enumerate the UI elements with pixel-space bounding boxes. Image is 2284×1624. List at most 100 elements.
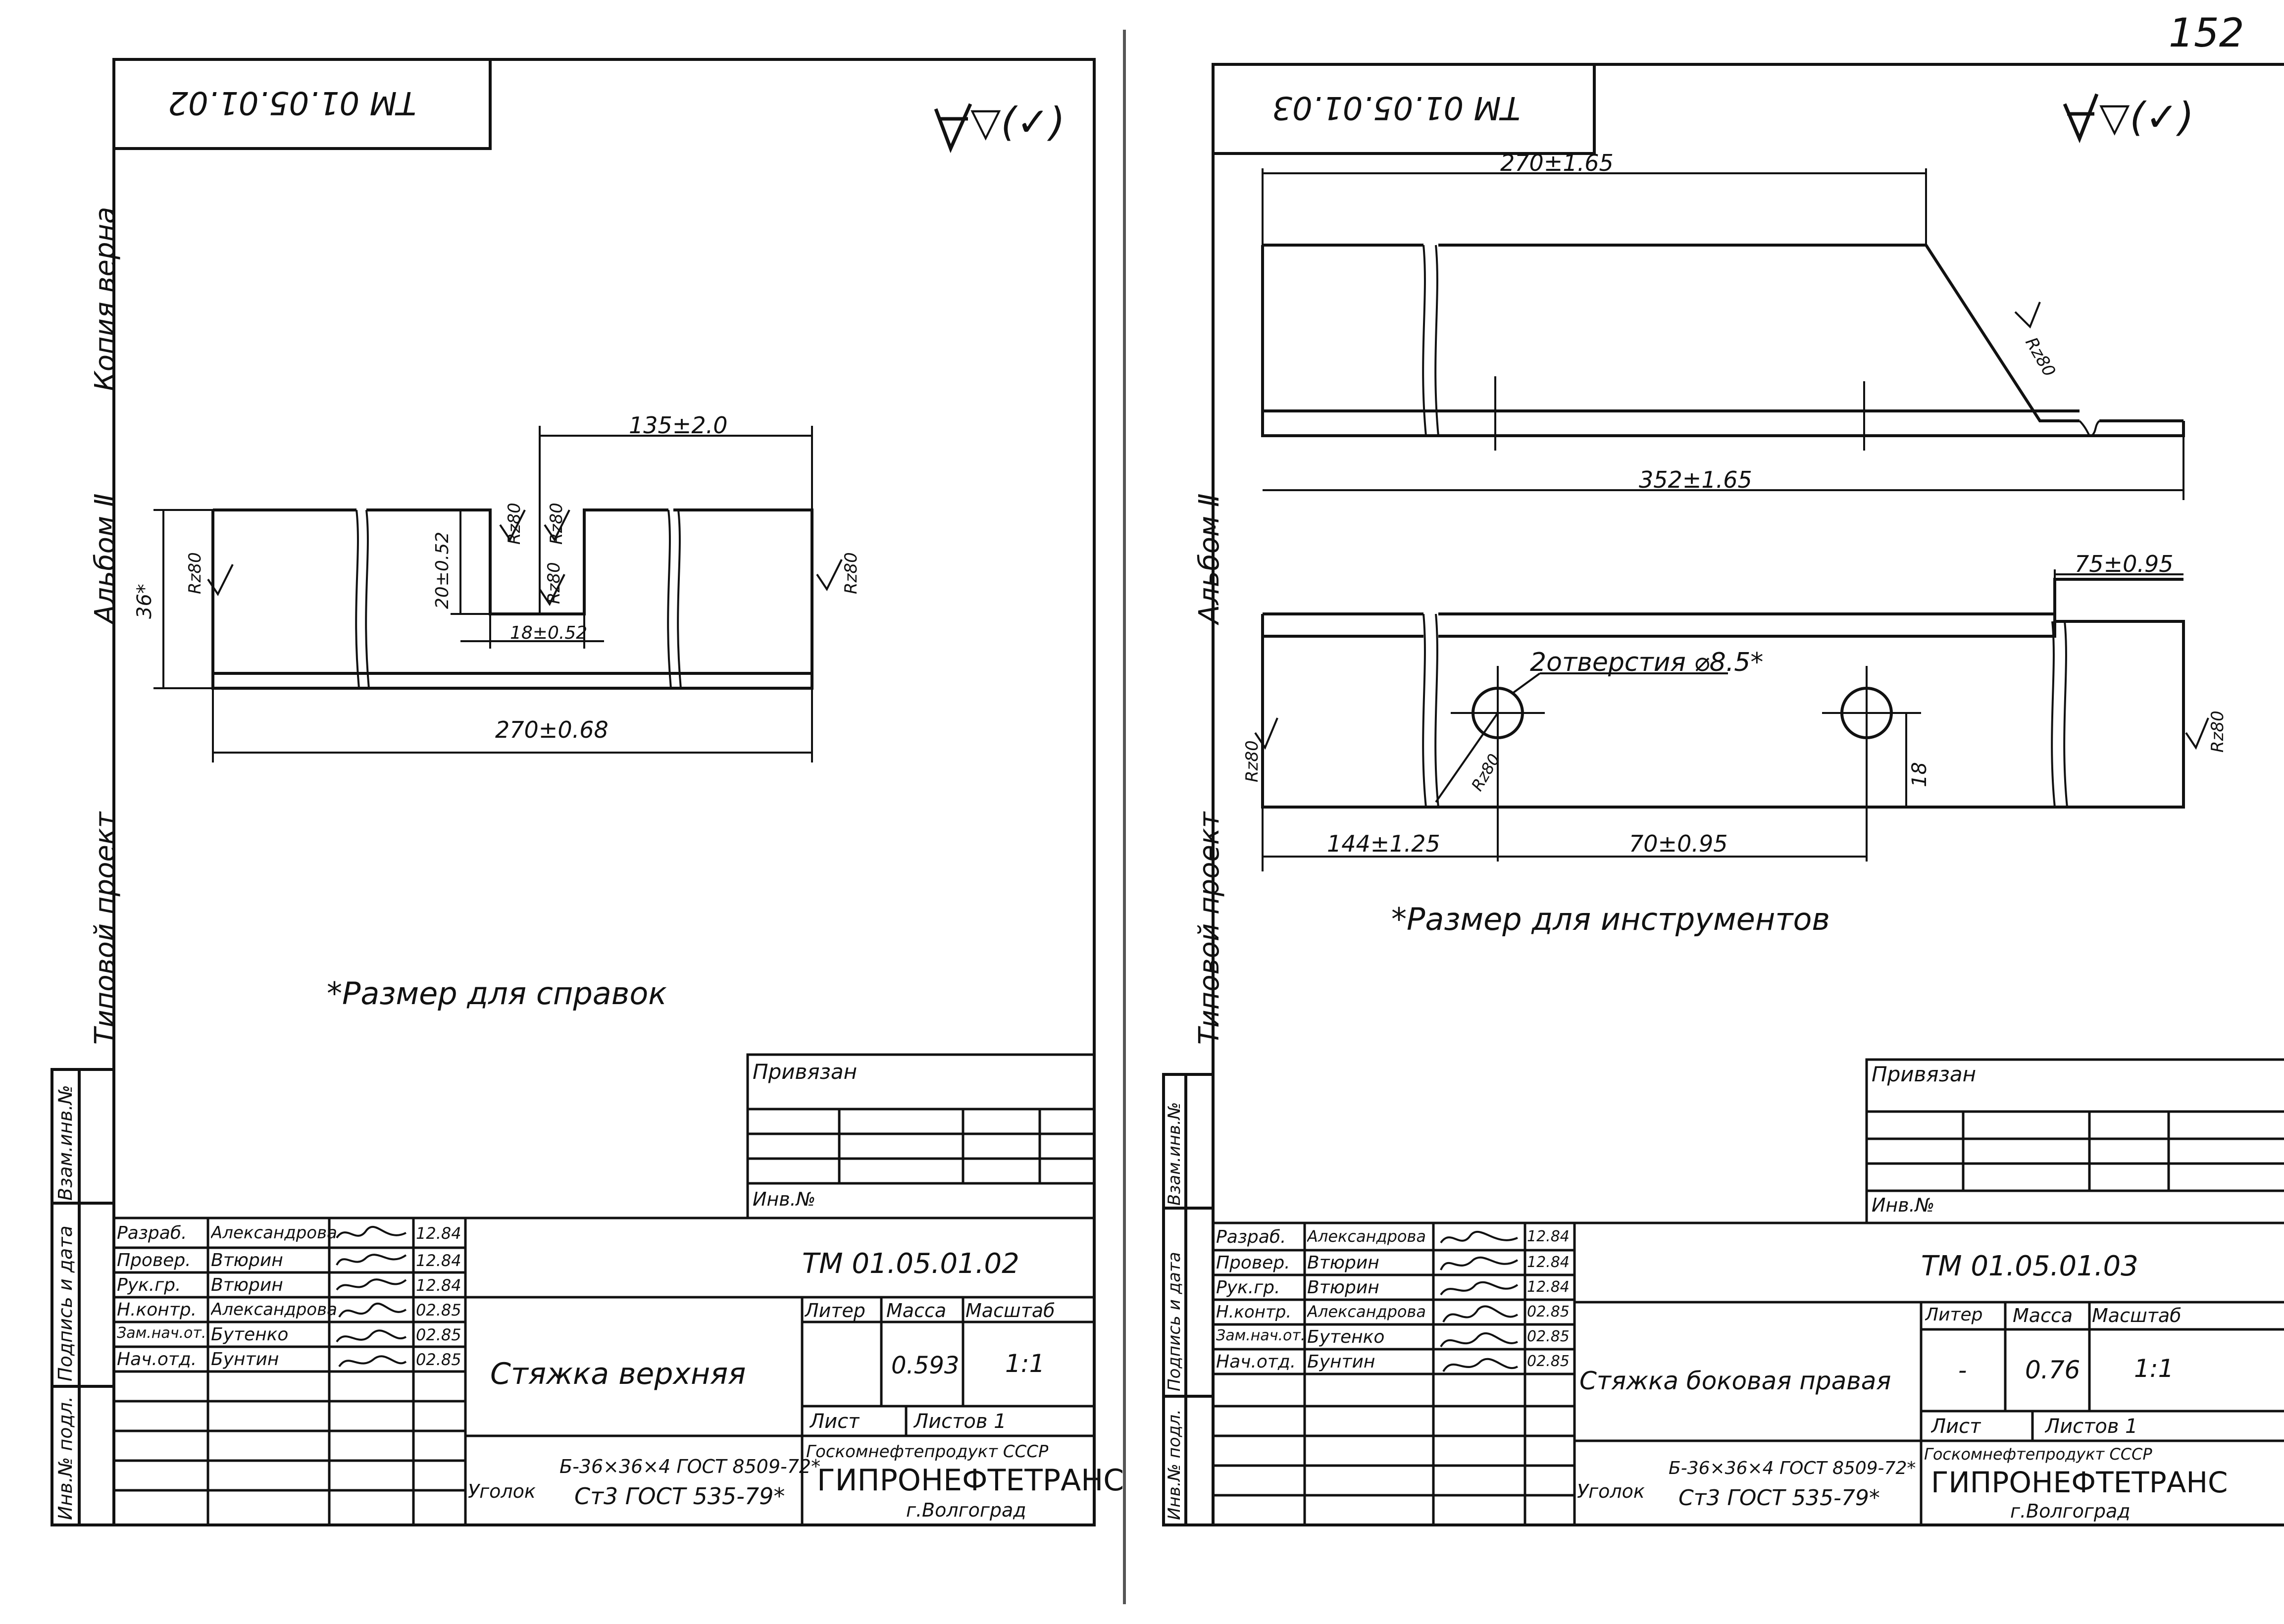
name-2-right: Втюрин [1307, 1277, 1379, 1298]
rz-left-0: Rz80 [185, 552, 205, 594]
org-line3-right: г.Волгоград [2010, 1500, 2131, 1522]
org-line3-left: г.Волгоград [906, 1499, 1026, 1521]
date-3-right: 02.85 [1527, 1303, 1570, 1320]
rz-right-0: Rz80 [2021, 334, 2059, 380]
margin-replace-right: Взам.инв.№ [1165, 1102, 1184, 1206]
role-2-right: Рук.гр. [1216, 1277, 1280, 1298]
dim-length-left: 270±0.68 [495, 716, 609, 743]
mass-right: 0.76 [2025, 1356, 2081, 1384]
role-0-right: Разраб. [1216, 1227, 1286, 1247]
rz-left-2: Rz80 [547, 503, 566, 545]
name-0-right: Александрова [1307, 1227, 1426, 1246]
margin-copy-left: Копия верна [89, 206, 121, 391]
name-4-right: Бутенко [1307, 1327, 1385, 1347]
role-5-left: Нач.отд. [117, 1349, 197, 1370]
doc-code-left: ТМ 01.05.01.02 [802, 1248, 1019, 1280]
rz-left-4: Rz80 [841, 552, 861, 594]
sheet-left: 135±2.0 270±0.68 18±0.52 36* 20±0.52 Rz8… [0, 0, 1124, 1624]
rz-right-1: Rz80 [1242, 740, 1262, 782]
org-line2-right: ГИПРОНЕФТЕТРАНС [1931, 1466, 2228, 1499]
name-4-left: Бутенко [211, 1324, 289, 1345]
org-line1-right: Госкомнефтепродукт СССР [1924, 1445, 2152, 1464]
material-line1-left: Б-36×36×4 ГОСТ 8509-72* [559, 1456, 821, 1477]
doc-code-right: ТМ 01.05.01.03 [1921, 1250, 2138, 1282]
margin-replace-left: Взам.инв.№ [54, 1085, 76, 1201]
rz-right-3: Rz80 [2208, 710, 2228, 753]
date-5-left: 02.85 [416, 1350, 461, 1369]
date-1-left: 12.84 [416, 1251, 461, 1270]
dim-between-right: 70±0.95 [1629, 830, 1728, 857]
margin-inv-right: Инв.№ подл. [1165, 1409, 1184, 1520]
head-mass-right: Масса [2013, 1305, 2073, 1326]
role-4-right: Зам.нач.от. [1216, 1327, 1306, 1344]
role-0-left: Разраб. [117, 1223, 187, 1243]
part-name-left: Стяжка верхняя [490, 1357, 746, 1391]
holes-label-right: 2отверстия ⌀8.5* [1530, 648, 1763, 677]
tied-title-right: Привязан [1872, 1062, 1977, 1086]
date-4-left: 02.85 [416, 1325, 461, 1344]
margin-inv-left: Инв.№ подл. [54, 1396, 76, 1520]
head-liter-left: Литер [805, 1300, 865, 1321]
part-name-right: Стяжка боковая правая [1579, 1367, 1891, 1395]
name-1-left: Втюрин [211, 1250, 283, 1270]
date-2-right: 12.84 [1527, 1278, 1570, 1296]
date-3-left: 02.85 [416, 1301, 461, 1320]
dim-slot-depth-left: 20±0.52 [432, 532, 453, 609]
signatures-left [336, 1226, 407, 1368]
dim-height-right: 18 [1908, 762, 1931, 787]
dim-slot-width-left: 18±0.52 [510, 623, 587, 643]
sheet-label-right: Лист [1931, 1415, 1981, 1438]
date-5-right: 02.85 [1527, 1353, 1570, 1370]
margin-sign-left: Подпись и дата [54, 1225, 76, 1381]
scale-right: 1:1 [2134, 1354, 2174, 1383]
org-line2-left: ГИПРОНЕФТЕТРАНС [817, 1463, 1124, 1498]
role-1-left: Провер. [117, 1250, 191, 1270]
sheet-right: 270±1.65 352±1.65 75±0.95 2отверстия ⌀8.… [1134, 0, 2284, 1624]
page-number: 152 [2169, 10, 2244, 56]
tied-title-left: Привязан [753, 1060, 858, 1084]
center-divider [1123, 30, 1126, 1604]
margin-album-left: Альбом Ⅱ [89, 493, 121, 624]
dim-left-right: 144±1.25 [1327, 830, 1440, 857]
liter-right: - [1958, 1357, 1967, 1384]
sheet-label-left: Лист [810, 1410, 860, 1433]
role-5-right: Нач.отд. [1216, 1352, 1296, 1372]
name-3-right: Александрова [1307, 1302, 1426, 1321]
name-1-right: Втюрин [1307, 1253, 1379, 1273]
date-4-right: 02.85 [1527, 1328, 1570, 1345]
stamp-code-mirrored-right: ТМ 01.05.01.03 [1272, 89, 1521, 126]
roughness-symbol-left: ▽(✓) [970, 99, 1065, 145]
name-5-left: Бунтин [211, 1349, 279, 1370]
margin-sign-right: Подпись и дата [1165, 1252, 1184, 1391]
tied-inv-right: Инв.№ [1872, 1194, 1935, 1216]
org-line1-left: Госкомнефтепродукт СССР [806, 1442, 1049, 1462]
material-line2-left: Ст3 ГОСТ 535-79* [574, 1483, 785, 1510]
scale-left: 1:1 [1005, 1349, 1045, 1378]
role-3-right: Н.контр. [1216, 1302, 1292, 1322]
head-liter-right: Литер [1925, 1305, 1983, 1325]
head-mass-left: Масса [886, 1300, 947, 1321]
name-2-left: Втюрин [211, 1275, 283, 1295]
name-3-left: Александрова [211, 1300, 337, 1320]
role-3-left: Н.контр. [117, 1300, 197, 1320]
margin-album-right: Альбом Ⅱ [1193, 493, 1225, 624]
sheet-left-frame: 135±2.0 270±0.68 18±0.52 36* 20±0.52 Rz8… [51, 58, 1096, 1526]
signatures-right [1440, 1231, 1519, 1372]
dim-offset-right: 75±0.95 [2075, 551, 2174, 577]
tied-inv-left: Инв.№ [753, 1188, 816, 1210]
dim-height-left: 36* [133, 584, 156, 619]
note-right: *Размер для инструментов [1391, 901, 1830, 937]
date-1-right: 12.84 [1527, 1254, 1570, 1271]
date-0-right: 12.84 [1527, 1228, 1570, 1245]
stamp-code-mirrored-left: ТМ 01.05.01.02 [168, 84, 416, 121]
sheets-label-right: Листов 1 [2045, 1415, 2138, 1438]
sheet-right-frame: 270±1.65 352±1.65 75±0.95 2отверстия ⌀8.… [1162, 63, 2284, 1526]
material-prefix-left: Уголок [468, 1480, 536, 1502]
mass-left: 0.593 [891, 1352, 960, 1379]
margin-project-left: Типовой проект [89, 812, 121, 1045]
dim-bottom-right: 352±1.65 [1639, 466, 1752, 493]
margin-project-right: Типовой проект [1193, 812, 1225, 1045]
sheets-label-left: Листов 1 [914, 1410, 1007, 1433]
date-0-left: 12.84 [416, 1224, 461, 1243]
head-scale-left: Масштаб [965, 1300, 1055, 1321]
